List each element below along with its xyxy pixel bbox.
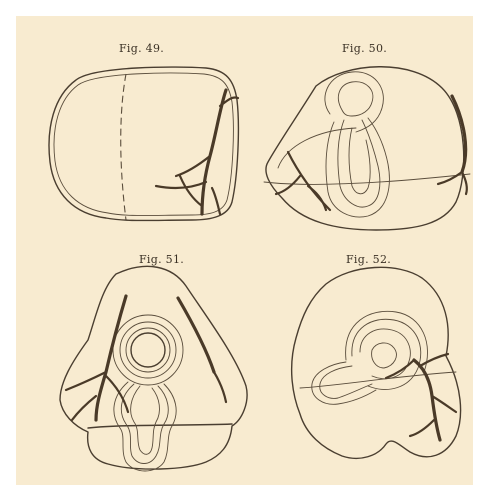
figure-52-drawing xyxy=(292,267,461,458)
figure-51-drawing xyxy=(60,266,247,471)
figures-drawing xyxy=(16,16,473,485)
illustration-plate: Fig. 49. Fig. 50. Fig. 51. Fig. 52. xyxy=(16,16,473,485)
figure-50-drawing xyxy=(264,67,470,230)
figure-49-drawing xyxy=(49,67,238,220)
